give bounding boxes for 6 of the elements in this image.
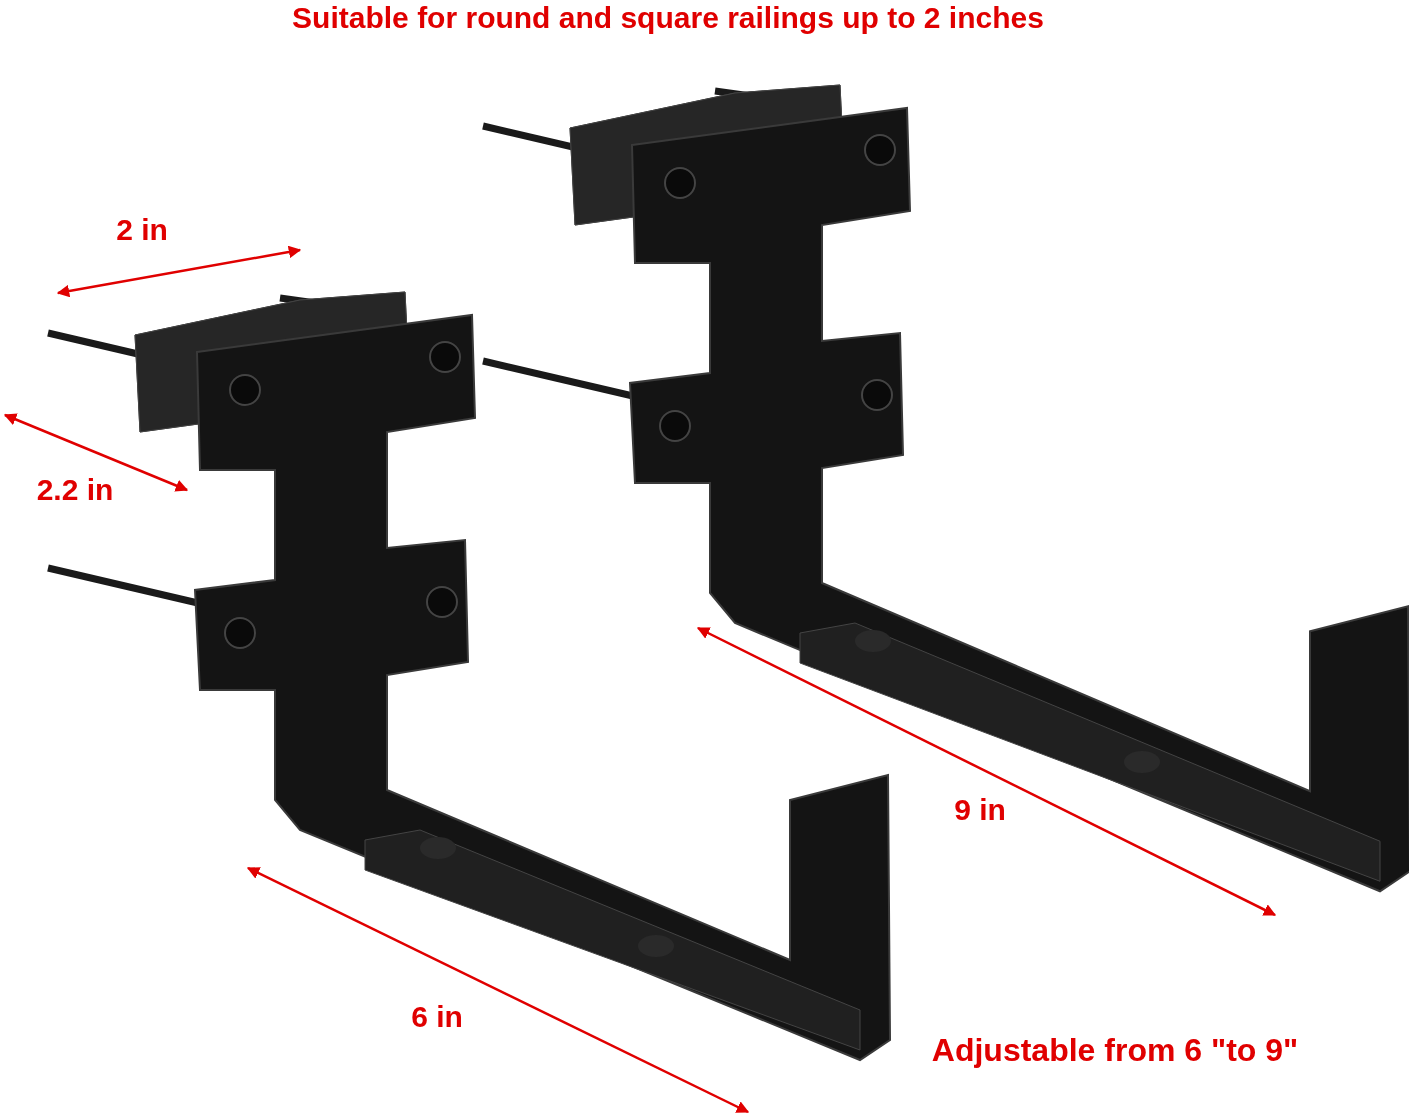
- dimension-label: 6 in: [411, 1000, 463, 1034]
- dimension-label: 2 in: [116, 213, 168, 247]
- note: Adjustable from 6 "to 9": [931, 1031, 1299, 1069]
- title: Suitable for round and square railings up to 2 inches: [292, 1, 1044, 35]
- dimension-label: 9 in: [954, 793, 1006, 827]
- dimension-label: 2.2 in: [36, 473, 114, 507]
